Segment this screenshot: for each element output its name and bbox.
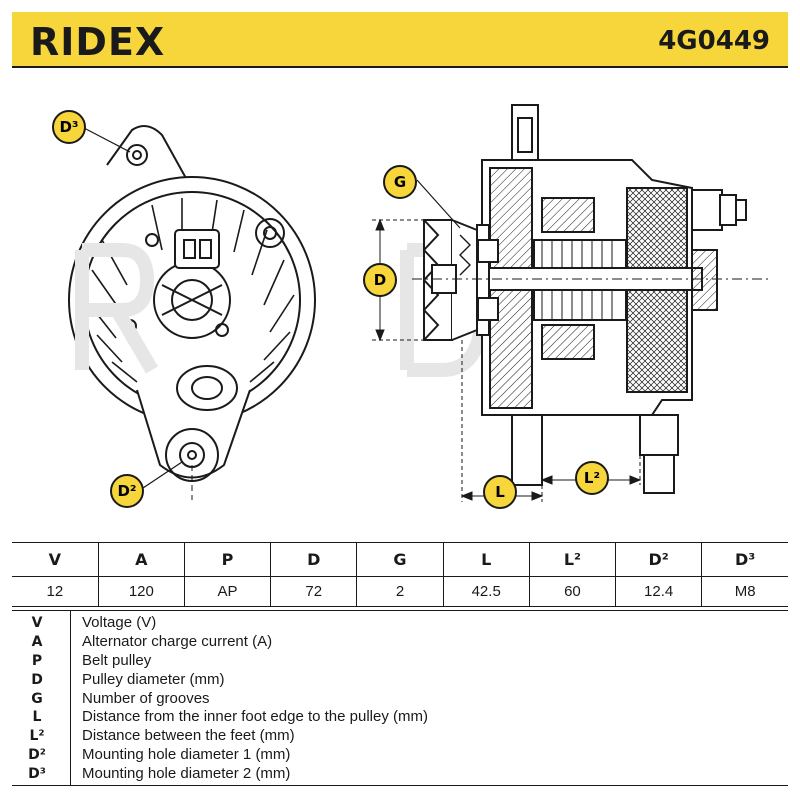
- svg-text:D: D: [374, 271, 386, 289]
- svg-text:D²: D²: [117, 482, 136, 500]
- spec-value-cell: 12.4: [615, 576, 703, 607]
- callout-l2: L²: [575, 461, 609, 495]
- legend-item: D³ Mounting hole diameter 2 (mm): [12, 765, 788, 784]
- spec-header-row: V A P D G L L² D² D³: [12, 542, 788, 577]
- technical-drawing: D³ G D D² L L²: [12, 70, 788, 540]
- legend-symbol: D²: [28, 747, 46, 763]
- alternator-front-view: [68, 125, 316, 500]
- legend-item: L² Distance between the feet (mm): [12, 727, 788, 746]
- callout-l: L: [483, 475, 517, 509]
- legend-item: G Number of grooves: [12, 690, 788, 709]
- spec-header-cell: A: [97, 542, 185, 577]
- legend: V Voltage (V) A Alternator charge curren…: [12, 610, 788, 786]
- legend-symbol: D³: [28, 766, 46, 782]
- legend-symbol: L: [32, 709, 42, 725]
- callout-g: G: [383, 165, 417, 199]
- part-number: 4G0449: [658, 26, 770, 56]
- legend-symbol: V: [31, 615, 43, 631]
- legend-description: Mounting hole diameter 2 (mm): [82, 765, 291, 782]
- spec-value-cell: 42.5: [442, 576, 530, 607]
- legend-symbol: A: [31, 634, 43, 650]
- legend-description: Voltage (V): [82, 614, 157, 631]
- legend-description: Distance from the inner foot edge to the…: [82, 708, 428, 725]
- alternator-section-view: [422, 104, 747, 494]
- callout-d: D: [363, 263, 397, 297]
- spec-header-cell: G: [356, 542, 444, 577]
- callout-d3: D³: [52, 110, 86, 144]
- legend-description: Mounting hole diameter 1 (mm): [82, 746, 291, 763]
- spec-header-cell: D: [270, 542, 358, 577]
- spec-value-row: 12 120 AP 72 2 42.5 60 12.4 M8: [12, 576, 788, 607]
- svg-text:L: L: [495, 483, 505, 501]
- legend-item: P Belt pulley: [12, 652, 788, 671]
- spec-header-cell: D²: [615, 542, 703, 577]
- legend-item: D² Mounting hole diameter 1 (mm): [12, 746, 788, 765]
- legend-item: D Pulley diameter (mm): [12, 671, 788, 690]
- spec-header-cell: L: [442, 542, 530, 577]
- svg-text:G: G: [394, 173, 406, 191]
- spec-value-cell: 120: [97, 576, 185, 607]
- legend-description: Number of grooves: [82, 690, 210, 707]
- spec-header-cell: V: [12, 542, 99, 577]
- spec-header-cell: P: [183, 542, 272, 577]
- spec-value-cell: 60: [528, 576, 617, 607]
- legend-symbol: G: [31, 691, 43, 707]
- legend-description: Belt pulley: [82, 652, 152, 669]
- legend-symbol: L²: [29, 728, 45, 744]
- legend-item: L Distance from the inner foot edge to t…: [12, 708, 788, 727]
- header-bar: RIDEX 4G0449: [12, 12, 788, 68]
- leader-g: [416, 179, 461, 229]
- svg-text:D³: D³: [59, 118, 78, 136]
- callout-d2: D²: [110, 474, 144, 508]
- brand-logo: RIDEX: [30, 20, 166, 64]
- legend-symbol: D: [31, 672, 43, 688]
- spec-table: V A P D G L L² D² D³ 12 120 AP 72 2 42.5…: [12, 542, 788, 607]
- leader-d2: [139, 461, 183, 491]
- spec-value-cell: 12: [12, 576, 99, 607]
- spec-value-cell: AP: [183, 576, 272, 607]
- spec-header-cell: L²: [528, 542, 617, 577]
- legend-symbol: P: [31, 653, 43, 669]
- svg-text:L²: L²: [584, 469, 600, 487]
- spec-header-cell: D³: [701, 542, 788, 577]
- spec-value-cell: M8: [701, 576, 788, 607]
- legend-divider: [70, 611, 71, 785]
- spec-value-cell: 72: [270, 576, 358, 607]
- legend-description: Pulley diameter (mm): [82, 671, 225, 688]
- leader-d3: [83, 127, 131, 153]
- legend-item: A Alternator charge current (A): [12, 633, 788, 652]
- legend-description: Distance between the feet (mm): [82, 727, 295, 744]
- legend-item: V Voltage (V): [12, 614, 788, 633]
- legend-description: Alternator charge current (A): [82, 633, 273, 650]
- spec-value-cell: 2: [356, 576, 444, 607]
